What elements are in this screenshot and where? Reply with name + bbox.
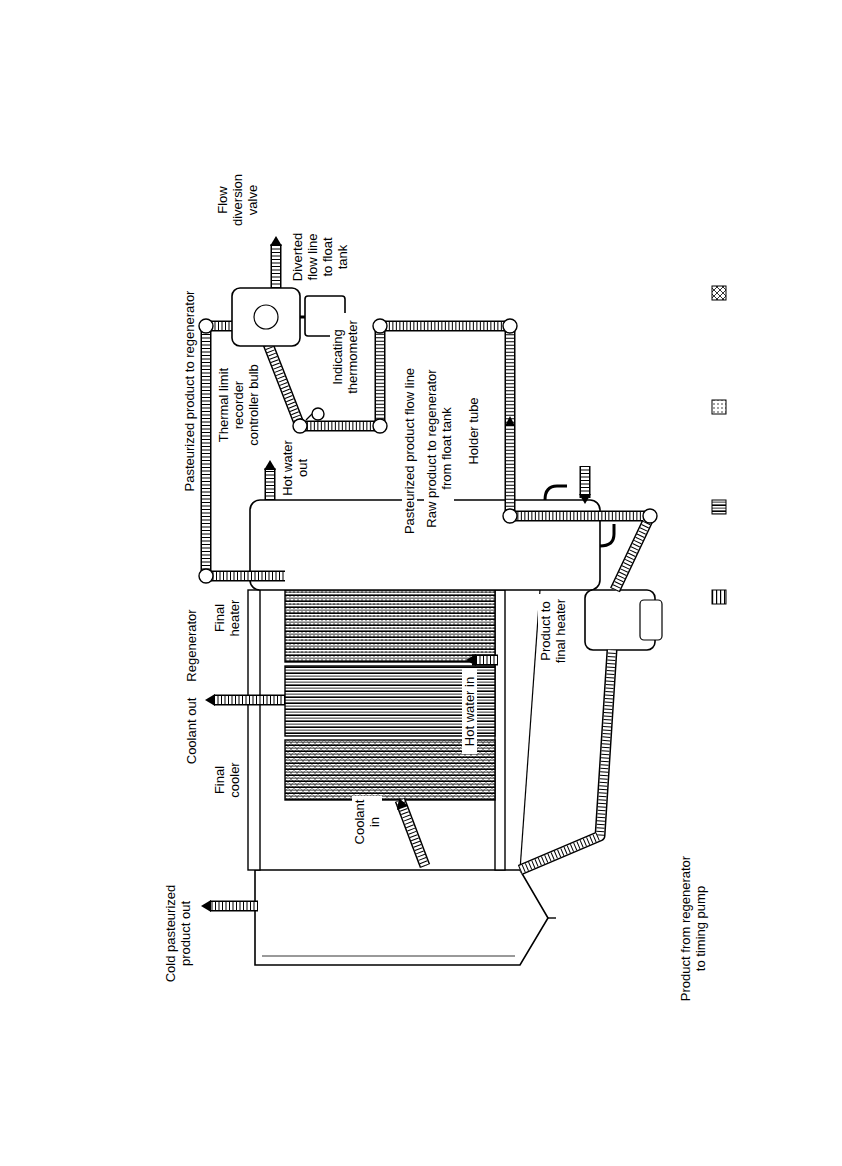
pipe: [214, 695, 285, 706]
pipe: [266, 468, 274, 500]
elbow: [199, 569, 213, 583]
callout-label: Coolant in: [352, 796, 382, 848]
pipe: [265, 468, 276, 500]
arrowhead: [466, 654, 476, 666]
pipe: [520, 650, 612, 870]
callout-label: Thermal limit recorder controller bulb: [216, 356, 261, 454]
thermometer: [312, 408, 324, 420]
key-symbol: [712, 590, 726, 604]
flow-diversion-valve: [232, 288, 300, 346]
pipe: [210, 902, 258, 910]
callout-label: Product to final heater: [538, 594, 568, 668]
arrowhead-spacer: [375, 456, 385, 466]
pipe: [272, 244, 280, 288]
key-symbol: [712, 500, 726, 514]
pump-motor: [640, 600, 662, 640]
callout-label: Regenerator: [184, 603, 199, 688]
callout-label: Product from regenerator to timing pump: [678, 851, 708, 1006]
arrowhead: [270, 236, 282, 246]
pipe: [268, 326, 650, 590]
frame-tip: [548, 917, 556, 918]
pipe: [520, 650, 612, 870]
callout-label: Final cooler: [212, 752, 242, 808]
pipe: [400, 800, 425, 866]
frame-leg: [600, 524, 614, 546]
key-symbol: [712, 286, 726, 300]
pipe: [581, 466, 589, 498]
pipe: [266, 468, 274, 500]
top-bar: [248, 590, 260, 870]
pipe: [271, 244, 282, 288]
callout-label: Pasteurized product flow line: [402, 351, 417, 551]
pipe: [400, 800, 425, 866]
pipe: [210, 902, 258, 910]
actuator-link: [300, 316, 305, 319]
valve-stem: [254, 305, 278, 329]
pipe-elbows: [199, 319, 657, 583]
arrowhead: [205, 694, 215, 706]
final-heater-plates: [285, 590, 495, 662]
callout-label: Hot water in: [462, 669, 477, 754]
arrowhead: [264, 460, 276, 470]
elbow: [199, 319, 213, 333]
pipe: [580, 466, 591, 498]
bottom-bar: [495, 590, 505, 870]
pipe: [268, 326, 650, 590]
callout-label: Raw product to regenerator from float ta…: [424, 361, 454, 536]
flow-arrows: [201, 236, 591, 912]
callout-label: Final heater: [212, 590, 242, 646]
arrowhead: [201, 900, 211, 912]
callout-label: Diverted flow line to float tank: [290, 228, 350, 286]
callout-label: Cold pasteurized product out: [163, 871, 193, 996]
elbow: [293, 419, 307, 433]
rail: [520, 590, 540, 870]
arrowhead: [505, 416, 515, 426]
arrowhead: [579, 494, 591, 504]
heater-dots: [285, 590, 495, 662]
pipe: [214, 696, 285, 704]
pipe: [206, 326, 285, 576]
head-end-frame: [255, 870, 548, 965]
elbow: [503, 509, 517, 523]
pipe-fills: [206, 244, 650, 906]
frame-leg: [545, 486, 567, 500]
arrowhead: [397, 798, 408, 810]
elbow: [503, 319, 517, 333]
callout-label: Pasteurized product to regenerator: [182, 276, 197, 506]
frame-shading: [262, 956, 515, 957]
key-symbol: [712, 400, 726, 414]
pipe: [400, 800, 425, 866]
pipe: [520, 650, 612, 870]
pipe: [581, 466, 589, 498]
elbow: [373, 419, 387, 433]
elbow: [643, 509, 657, 523]
pipe-hatching: [206, 244, 650, 906]
callout-label: Flow diversion valve: [215, 164, 260, 236]
pipe: [214, 696, 285, 704]
callout-label: Indicating thermometer: [330, 313, 360, 401]
callout-label: Hot water out: [280, 438, 310, 498]
callout-label: Coolant out: [184, 691, 199, 771]
callout-label: Holder tube: [466, 391, 481, 471]
pipe: [268, 326, 650, 590]
pipe: [272, 244, 280, 288]
elbow: [373, 319, 387, 333]
pipe: [210, 901, 258, 912]
pipe-outlines: [206, 244, 650, 906]
thermometer-stem: [306, 414, 312, 420]
